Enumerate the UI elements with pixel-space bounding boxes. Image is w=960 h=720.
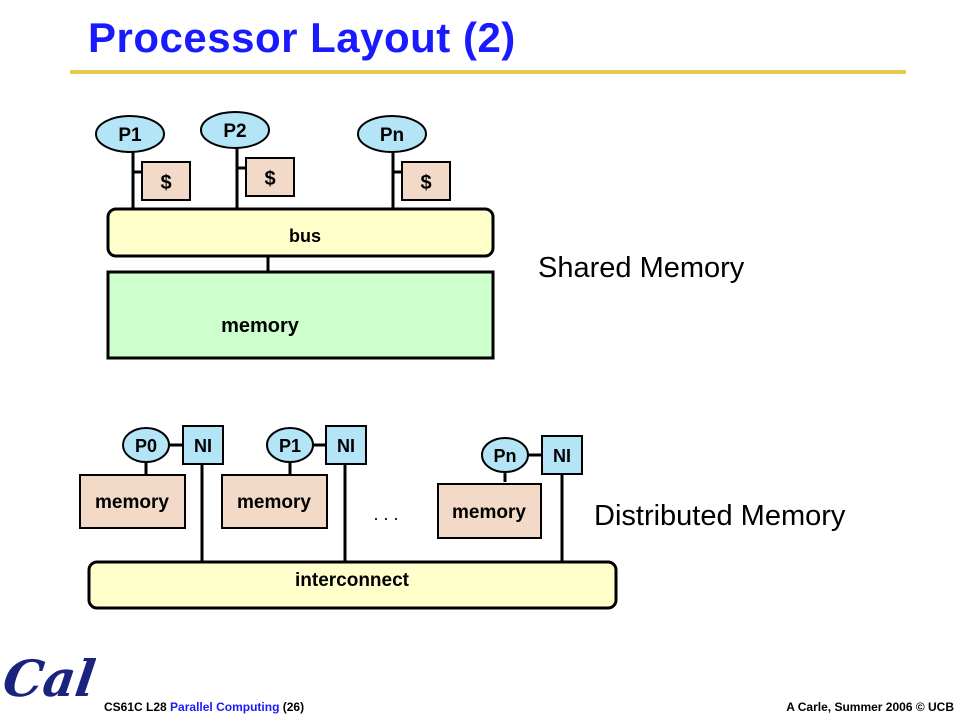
footer-course: CS61C L28 Parallel Computing (26)	[104, 700, 304, 714]
node-pn-memory	[437, 483, 542, 539]
node-p0-processor	[122, 427, 170, 463]
cache-p2	[245, 157, 295, 197]
interconnect	[87, 560, 618, 610]
processor-pn-label: Pn	[380, 125, 404, 146]
node-p1-ni	[325, 425, 367, 465]
node-p0-processor-label: P0	[135, 436, 157, 456]
interconnect-label: interconnect	[295, 570, 410, 591]
node-p0-ni-label: NI	[194, 436, 212, 456]
processor-p2	[200, 111, 270, 149]
shared-memory-block	[106, 270, 495, 360]
node-pn-ni	[541, 435, 583, 475]
processor-pn	[357, 115, 427, 153]
distributed-memory-caption: Distributed Memory	[594, 500, 846, 532]
footer-course-code: CS61C L28	[104, 700, 167, 714]
cache-pn-label: $	[420, 172, 431, 194]
shared-memory-diagram: P1 P2 Pn $ $ $ bus memory Shared Memory	[95, 111, 745, 360]
footer-credit: A Carle, Summer 2006 © UCB	[786, 700, 954, 714]
node-pn-ni-label: NI	[553, 446, 571, 466]
node-pn-memory-label: memory	[452, 502, 526, 523]
bus	[106, 207, 495, 258]
node-p1-memory-label: memory	[237, 492, 311, 513]
slide-title: Processor Layout (2)	[88, 14, 516, 61]
processor-p1-label: P1	[118, 125, 142, 146]
footer-slide-number: (26)	[282, 700, 305, 714]
cache-pn	[401, 161, 451, 201]
node-p0-ni	[182, 425, 224, 465]
cache-p1	[141, 161, 191, 201]
shared-memory-label: memory	[221, 315, 300, 337]
cal-logo-text: Cal	[4, 649, 96, 708]
cal-logo: Cal	[4, 649, 96, 708]
node-p1-memory	[221, 474, 328, 529]
nodes-ellipsis: . . .	[373, 504, 398, 524]
shared-memory-caption: Shared Memory	[538, 252, 745, 284]
title-rule	[70, 70, 906, 74]
bus-label: bus	[289, 226, 321, 246]
node-p0-memory-label: memory	[95, 492, 169, 513]
cache-p2-label: $	[264, 168, 275, 190]
processor-p2-label: P2	[223, 121, 246, 142]
footer-topic: Parallel Computing	[170, 700, 280, 714]
distributed-memory-diagram: P0 NI memory P1 NI memory . . . Pn NI me…	[79, 425, 846, 610]
node-pn-processor	[481, 437, 529, 473]
node-p1-processor	[266, 427, 314, 463]
node-p1-ni-label: NI	[337, 436, 355, 456]
node-pn-processor-label: Pn	[493, 446, 516, 466]
cache-p1-label: $	[160, 172, 171, 194]
node-p1-processor-label: P1	[279, 436, 301, 456]
node-p0-memory	[79, 474, 186, 529]
processor-p1	[95, 115, 165, 153]
